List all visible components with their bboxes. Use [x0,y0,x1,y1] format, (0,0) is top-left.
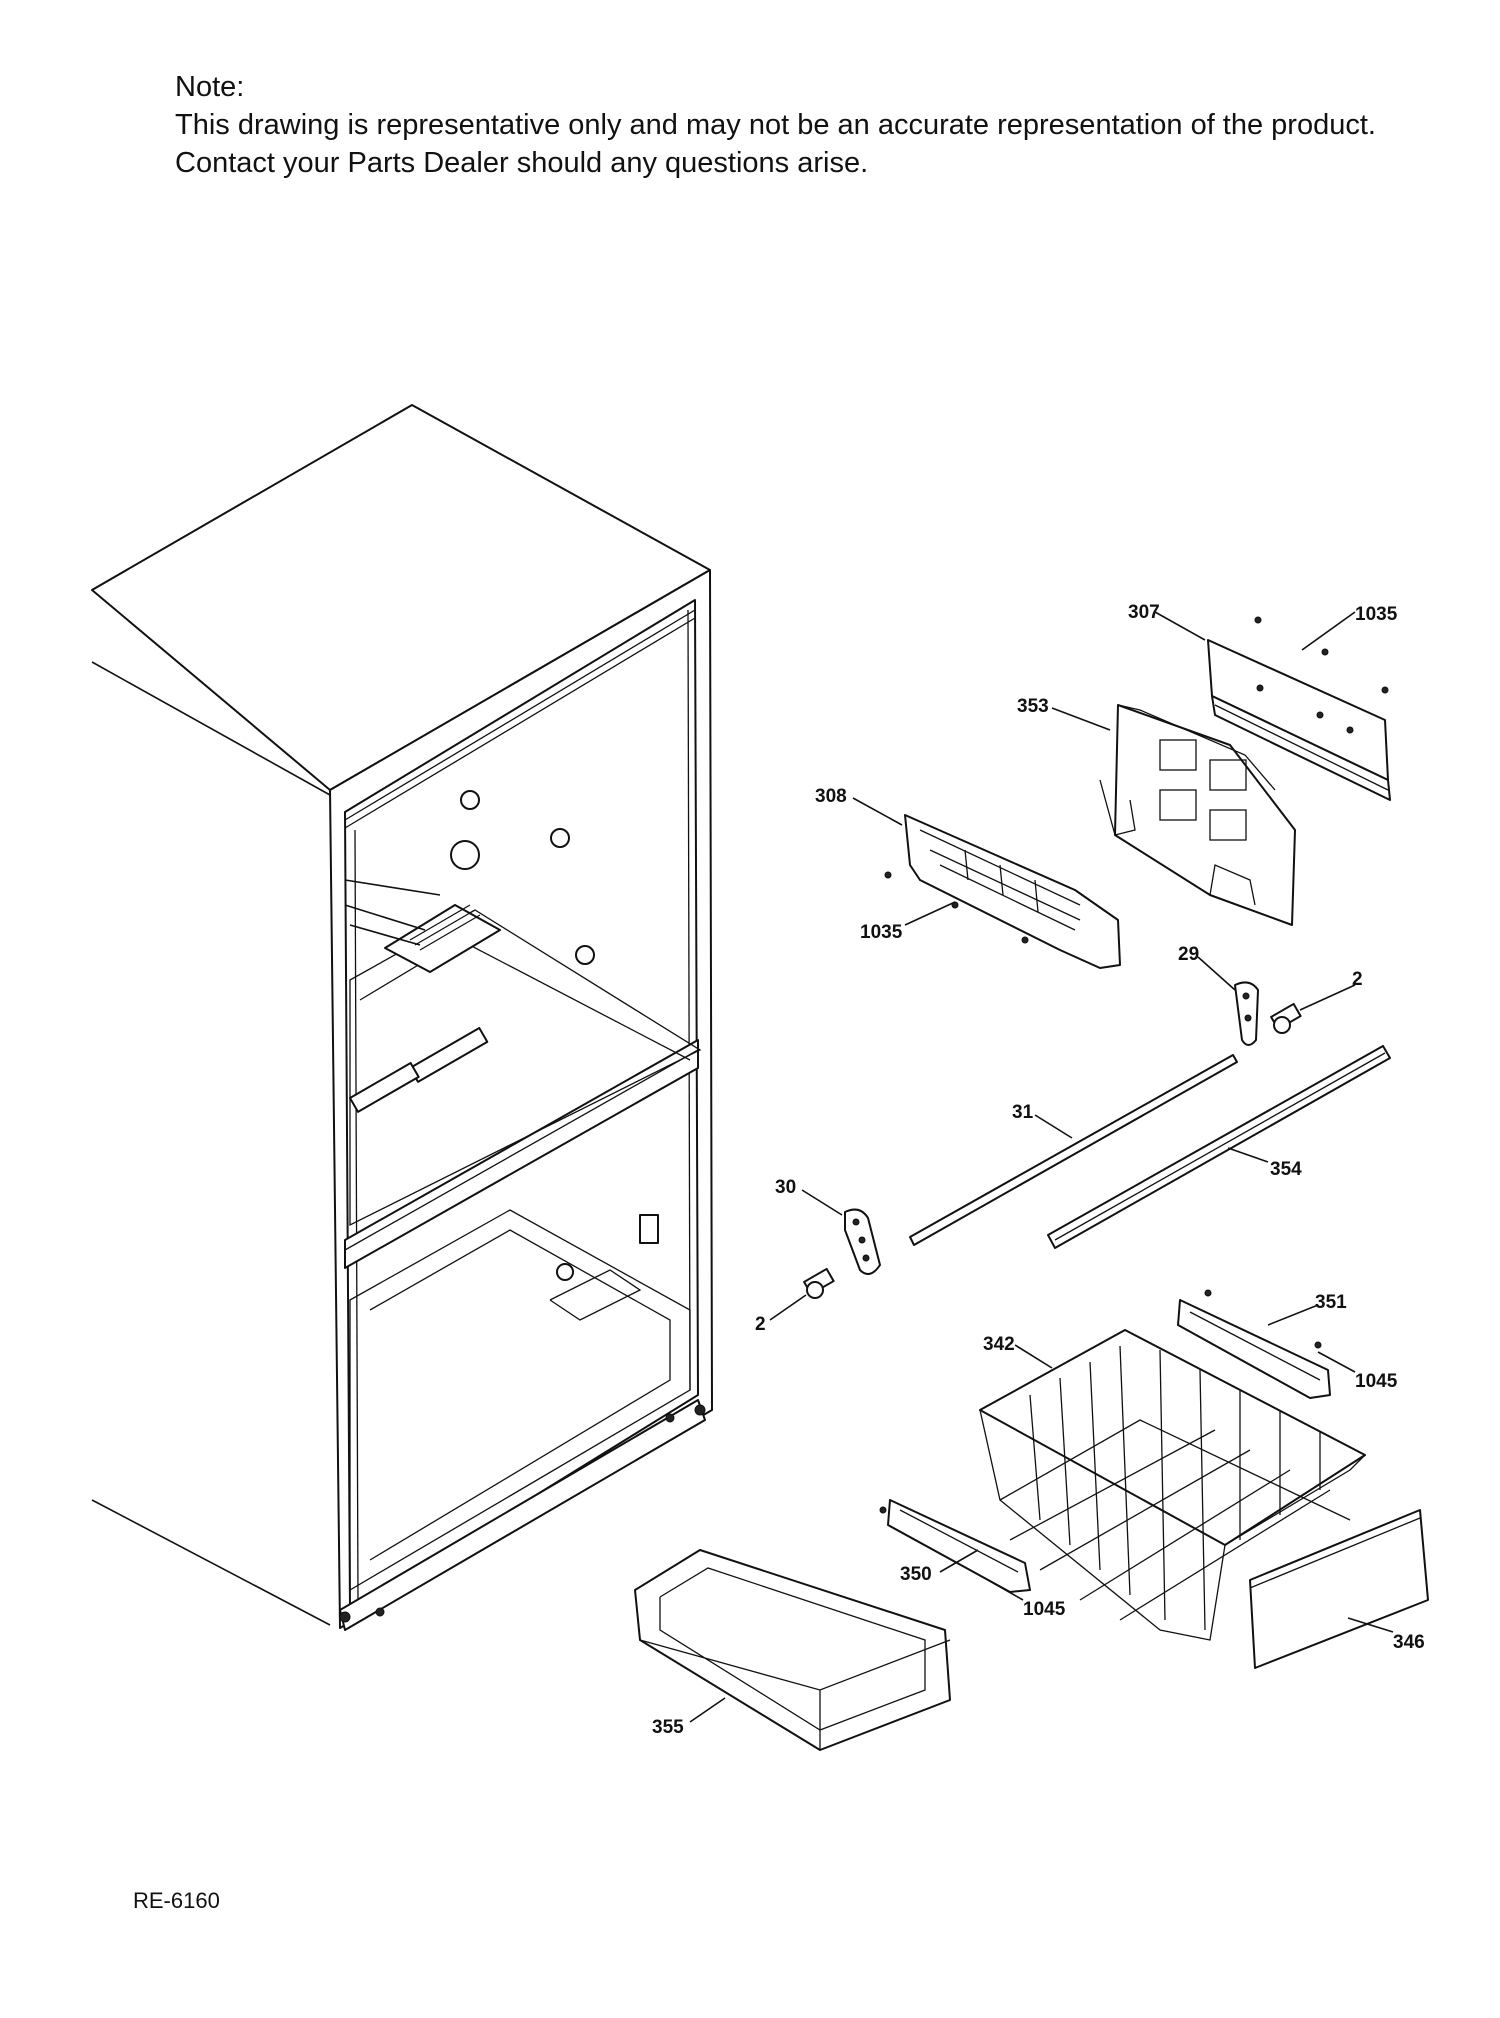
part-353-bracket [1099,704,1296,926]
callout-354: 354 [1270,1159,1302,1180]
callout-342: 342 [983,1334,1015,1355]
part-30-hinge [844,1208,881,1275]
callout-labels: 307 1035 353 308 1035 29 2 31 354 30 2 3… [652,602,1425,1738]
callout-2-left: 2 [755,1314,766,1335]
callout-2-right: 2 [1352,969,1363,990]
part-31-rod [909,1054,1238,1246]
part-2-roller-right [1270,1002,1302,1034]
callout-307: 307 [1128,602,1160,623]
callout-29: 29 [1178,944,1199,965]
callout-31: 31 [1012,1102,1034,1123]
note-line-1: This drawing is representative only and … [175,109,1376,141]
refrigerator-cabinet [91,404,713,1631]
part-354-rail [1047,1045,1391,1249]
note-line-2: Contact your Parts Dealer should any que… [175,147,869,179]
callout-1045-low: 1045 [1023,1599,1066,1620]
part-29-hinge [1234,981,1259,1046]
callout-346: 346 [1393,1632,1425,1653]
part-346-drawer-front [1249,1509,1429,1669]
callout-1035-top: 1035 [1355,604,1398,625]
callout-1035-mid: 1035 [860,922,903,943]
part-308-bracket [904,814,1121,969]
callout-350: 350 [900,1564,932,1585]
part-355-tray [634,1549,951,1751]
disclaimer-note: Note: This drawing is representative onl… [175,68,1376,182]
note-heading: Note: [175,71,245,103]
callout-308: 308 [815,786,847,807]
part-350-slide [887,1499,1031,1593]
part-351-slide [1177,1299,1331,1399]
leader-lines [689,611,1394,1723]
document-id: RE-6160 [133,1888,220,1913]
part-2-roller-left [803,1267,835,1299]
part-342-wire-basket [979,1329,1366,1641]
callout-355: 355 [652,1717,684,1738]
callout-30: 30 [775,1177,796,1198]
part-307-rail-bracket [1207,639,1391,801]
callout-1045-right: 1045 [1355,1371,1398,1392]
callout-353: 353 [1017,696,1049,717]
callout-351: 351 [1315,1292,1347,1313]
